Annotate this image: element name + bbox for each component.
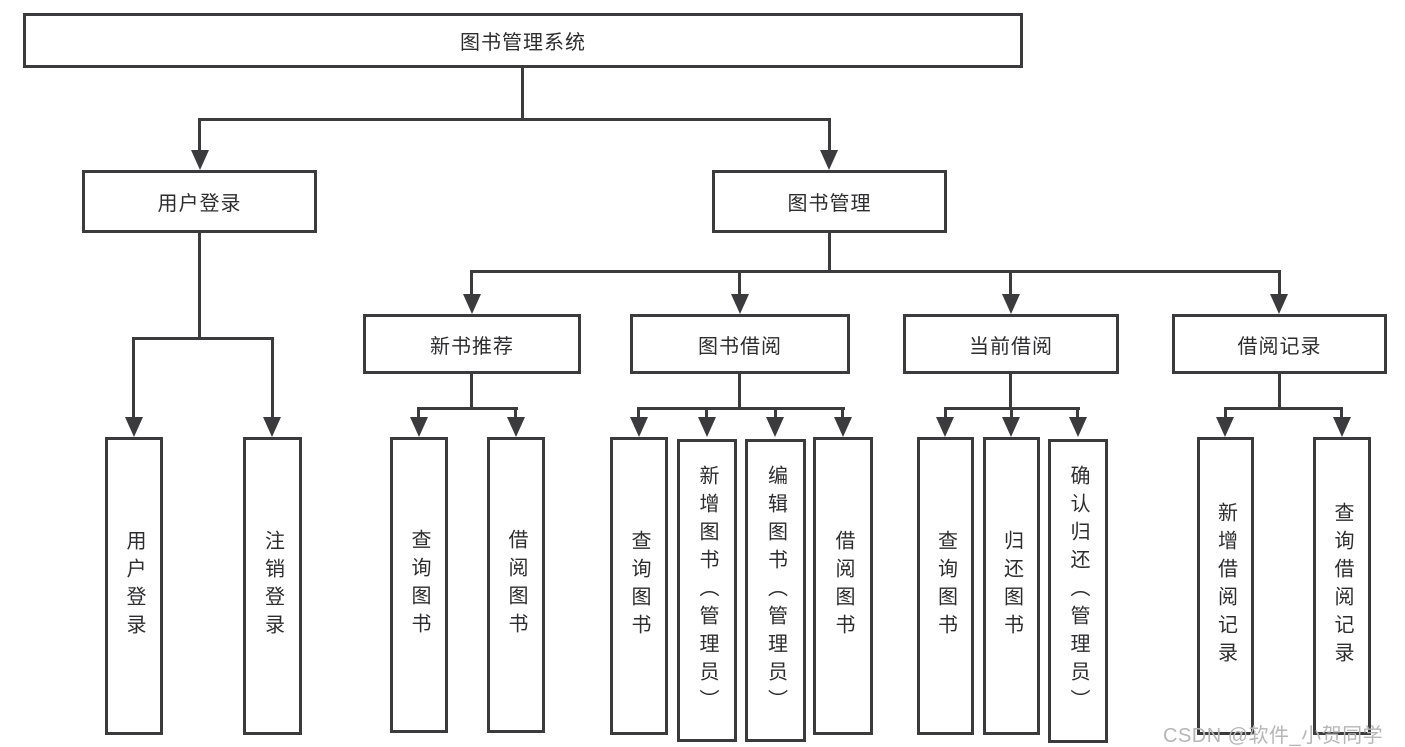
connector-to-leaf — [271, 337, 274, 421]
leaf-label: 借阅图书 — [505, 529, 527, 641]
arrow-down-icon — [1270, 294, 1288, 314]
connector-to-borrow-records — [1278, 270, 1281, 297]
arrow-down-icon — [263, 417, 281, 437]
connector-to-leaf — [705, 407, 708, 421]
csdn-watermark: CSDN @软件_小贺同学 — [1163, 725, 1384, 747]
arrow-down-icon — [766, 417, 784, 437]
leaf-borrow-books: 借阅图书 — [487, 437, 545, 733]
leaf-edit-books-admin: 编辑图书（管理员） — [745, 439, 806, 742]
node-user-login: 用户登录 — [82, 170, 317, 233]
leaf-query-books: 查询图书 — [610, 437, 668, 735]
connector-to-leaf — [1010, 407, 1013, 421]
leaf-label: 编辑图书（管理员） — [764, 464, 787, 717]
leaf-query-borrow-record: 查询借阅记录 — [1313, 437, 1371, 735]
node-current-borrow: 当前借阅 — [903, 314, 1119, 374]
connector-to-book-borrow — [738, 270, 741, 297]
node-label: 图书借阅 — [698, 335, 782, 358]
leaf-add-borrow-record: 新增借阅记录 — [1197, 437, 1254, 735]
arrow-down-icon — [1333, 417, 1351, 437]
arrow-down-icon — [125, 417, 143, 437]
node-label: 当前借阅 — [969, 335, 1053, 358]
leaf-borrow-books: 借阅图书 — [813, 437, 873, 735]
connector-to-leaf — [1224, 407, 1227, 421]
connector-mgmt-bar — [470, 270, 1281, 273]
leaf-label: 查询图书 — [628, 530, 650, 642]
connector-borrow-stem — [738, 374, 741, 410]
leaf-label: 查询图书 — [408, 529, 430, 641]
leaf-query-books: 查询图书 — [390, 437, 448, 733]
leaf-label: 查询借阅记录 — [1331, 502, 1353, 670]
node-label: 新书推荐 — [430, 335, 514, 358]
node-root-system: 图书管理系统 — [23, 13, 1023, 68]
node-new-book-recommend: 新书推荐 — [363, 314, 581, 374]
arrow-down-icon — [191, 150, 209, 170]
connector-login-stem — [198, 233, 201, 340]
arrow-down-icon — [731, 294, 749, 314]
connector-to-leaf — [1340, 407, 1343, 421]
connector-root-stem — [521, 68, 524, 121]
arrow-down-icon — [507, 417, 525, 437]
connector-to-leaf — [132, 337, 135, 421]
arrow-down-icon — [936, 417, 954, 437]
leaf-label: 查询图书 — [934, 530, 957, 642]
leaf-label: 确认归还（管理员） — [1067, 465, 1089, 717]
connector-borrow-bar — [637, 407, 845, 410]
connector-root-bar — [198, 118, 831, 121]
leaf-confirm-return-admin: 确认归还（管理员） — [1048, 439, 1108, 743]
leaf-user-login: 用户登录 — [105, 437, 163, 735]
leaf-add-books-admin: 新增图书（管理员） — [677, 439, 737, 742]
arrow-down-icon — [463, 294, 481, 314]
node-label: 图书管理系统 — [460, 32, 586, 54]
leaf-label: 借阅图书 — [832, 530, 854, 642]
connector-records-bar — [1224, 407, 1343, 410]
connector-to-user-login — [198, 118, 201, 152]
connector-current-stem — [1009, 374, 1012, 410]
connector-to-leaf — [841, 407, 844, 421]
leaf-query-books: 查询图书 — [917, 437, 974, 735]
node-label: 用户登录 — [157, 193, 242, 215]
leaf-label: 新增借阅记录 — [1214, 502, 1237, 670]
connector-to-book-management — [828, 118, 831, 152]
arrow-down-icon — [1069, 417, 1087, 437]
leaf-return-books: 归还图书 — [983, 437, 1040, 735]
leaf-label: 新增图书（管理员） — [696, 464, 718, 717]
node-label: 借阅记录 — [1237, 335, 1322, 358]
connector-login-bar — [132, 337, 274, 340]
leaf-label: 注销登录 — [261, 530, 284, 642]
arrow-down-icon — [1002, 294, 1020, 314]
node-borrow-records: 借阅记录 — [1172, 314, 1387, 374]
connector-to-leaf — [1076, 407, 1079, 421]
connector-to-leaf — [417, 407, 420, 421]
arrow-down-icon — [1216, 417, 1234, 437]
connector-to-leaf — [774, 407, 777, 421]
connector-records-stem — [1278, 374, 1281, 410]
arrow-down-icon — [630, 417, 648, 437]
leaf-logout: 注销登录 — [243, 437, 302, 735]
arrow-down-icon — [410, 417, 428, 437]
connector-to-leaf — [944, 407, 947, 421]
arrow-down-icon — [820, 150, 838, 170]
connector-to-new-book — [470, 270, 473, 297]
arrow-down-icon — [834, 417, 852, 437]
connector-to-leaf — [514, 407, 517, 421]
leaf-label: 用户登录 — [123, 530, 145, 642]
node-label: 图书管理 — [787, 193, 872, 215]
node-book-borrow: 图书借阅 — [630, 314, 850, 374]
connector-newbook-bar — [417, 407, 518, 410]
arrow-down-icon — [1002, 417, 1020, 437]
connector-mgmt-stem — [828, 233, 831, 273]
node-book-management: 图书管理 — [712, 170, 947, 233]
connector-to-leaf — [637, 407, 640, 421]
connector-to-current-borrow — [1009, 270, 1012, 297]
arrow-down-icon — [698, 417, 716, 437]
leaf-label: 归还图书 — [1000, 530, 1023, 642]
connector-newbook-stem — [470, 374, 473, 410]
